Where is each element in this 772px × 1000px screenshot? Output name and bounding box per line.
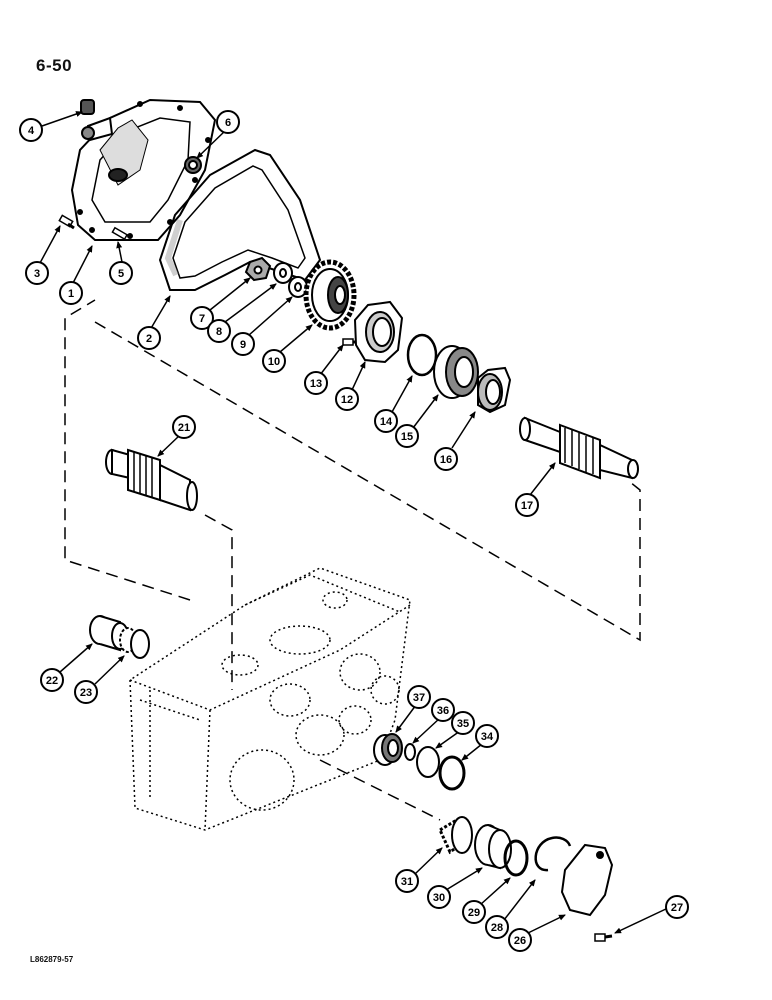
assembly-guide-lines xyxy=(64,299,641,821)
callout-27: 27 xyxy=(665,895,689,919)
callout-29: 29 xyxy=(462,900,486,924)
cover-housing-part xyxy=(70,98,217,241)
snap-ring-part xyxy=(438,755,466,791)
callout-10: 10 xyxy=(262,349,286,373)
bearing-part xyxy=(433,345,479,399)
svg-text:5: 5 xyxy=(118,268,124,280)
bolt-part xyxy=(58,214,75,230)
svg-text:10: 10 xyxy=(268,356,280,368)
svg-text:37: 37 xyxy=(413,692,425,704)
snap-ring-part xyxy=(406,333,438,377)
svg-text:34: 34 xyxy=(481,731,494,743)
callout-31: 31 xyxy=(395,869,419,893)
svg-text:12: 12 xyxy=(341,394,353,406)
retainer-plate-part xyxy=(353,300,404,364)
svg-text:8: 8 xyxy=(216,326,222,338)
svg-text:28: 28 xyxy=(491,922,503,934)
svg-text:13: 13 xyxy=(310,378,322,390)
svg-text:22: 22 xyxy=(46,675,58,687)
callout-22: 22 xyxy=(40,668,64,692)
svg-text:36: 36 xyxy=(437,705,449,717)
snap-ring-part xyxy=(503,839,529,877)
callout-13: 13 xyxy=(304,371,328,395)
callout-1: 1 xyxy=(59,281,83,305)
callout-group: 4 6 3 1 5 2 7 8 9 10 13 12 14 15 16 17 2… xyxy=(19,110,689,952)
svg-text:30: 30 xyxy=(433,892,445,904)
pinion-shaft-part xyxy=(105,448,198,512)
callout-7: 7 xyxy=(190,306,214,330)
nut-part xyxy=(244,256,272,282)
shaft-part xyxy=(519,416,639,480)
callout-2: 2 xyxy=(137,326,161,350)
callout-21: 21 xyxy=(172,415,196,439)
dowel-pin-part xyxy=(111,226,129,241)
svg-text:31: 31 xyxy=(401,876,413,888)
seal-part xyxy=(184,156,202,174)
callout-37: 37 xyxy=(407,685,431,709)
callout-leaders xyxy=(39,111,669,934)
svg-text:23: 23 xyxy=(80,687,92,699)
bearing-cone-part xyxy=(438,815,473,855)
svg-text:27: 27 xyxy=(671,902,683,914)
callout-17: 17 xyxy=(515,493,539,517)
callout-16: 16 xyxy=(434,447,458,471)
svg-text:15: 15 xyxy=(401,431,413,443)
gasket-part xyxy=(158,148,322,291)
callout-30: 30 xyxy=(427,885,451,909)
ring-part xyxy=(416,746,440,778)
callout-5: 5 xyxy=(109,261,133,285)
svg-text:35: 35 xyxy=(457,718,469,730)
svg-text:7: 7 xyxy=(199,313,205,325)
page-number: 6-50 xyxy=(36,56,73,75)
svg-text:14: 14 xyxy=(380,416,393,428)
bolt-part xyxy=(594,933,613,942)
svg-text:26: 26 xyxy=(514,935,526,947)
callout-34: 34 xyxy=(475,724,499,748)
callout-3: 3 xyxy=(25,261,49,285)
callout-36: 36 xyxy=(431,698,455,722)
svg-text:3: 3 xyxy=(34,268,40,280)
ring-part xyxy=(404,743,416,761)
retaining-ring-part xyxy=(534,836,572,872)
callout-12: 12 xyxy=(335,387,359,411)
figure-code: L862879-57 xyxy=(30,955,74,964)
cover-plate-part xyxy=(560,843,614,917)
callout-28: 28 xyxy=(485,915,509,939)
callout-35: 35 xyxy=(451,711,475,735)
callout-26: 26 xyxy=(508,928,532,952)
svg-text:16: 16 xyxy=(440,454,452,466)
svg-text:29: 29 xyxy=(468,907,480,919)
callout-4: 4 xyxy=(19,118,43,142)
svg-text:17: 17 xyxy=(521,500,533,512)
callout-6: 6 xyxy=(216,110,240,134)
svg-text:9: 9 xyxy=(240,339,246,351)
svg-text:4: 4 xyxy=(28,125,35,137)
bearing-part xyxy=(373,733,403,766)
cap-part xyxy=(80,99,95,115)
callout-8: 8 xyxy=(207,319,231,343)
svg-text:6: 6 xyxy=(225,117,231,129)
washer-part xyxy=(273,262,308,298)
svg-text:1: 1 xyxy=(68,288,74,300)
svg-text:21: 21 xyxy=(178,422,190,434)
callout-23: 23 xyxy=(74,680,98,704)
svg-text:2: 2 xyxy=(146,333,152,345)
callout-14: 14 xyxy=(374,409,398,433)
transmission-case xyxy=(129,567,411,831)
callout-15: 15 xyxy=(395,424,419,448)
gear-part xyxy=(303,259,357,331)
callout-9: 9 xyxy=(231,332,255,356)
bearing-cup-part xyxy=(477,366,512,414)
bearing-cone-part xyxy=(119,627,150,659)
